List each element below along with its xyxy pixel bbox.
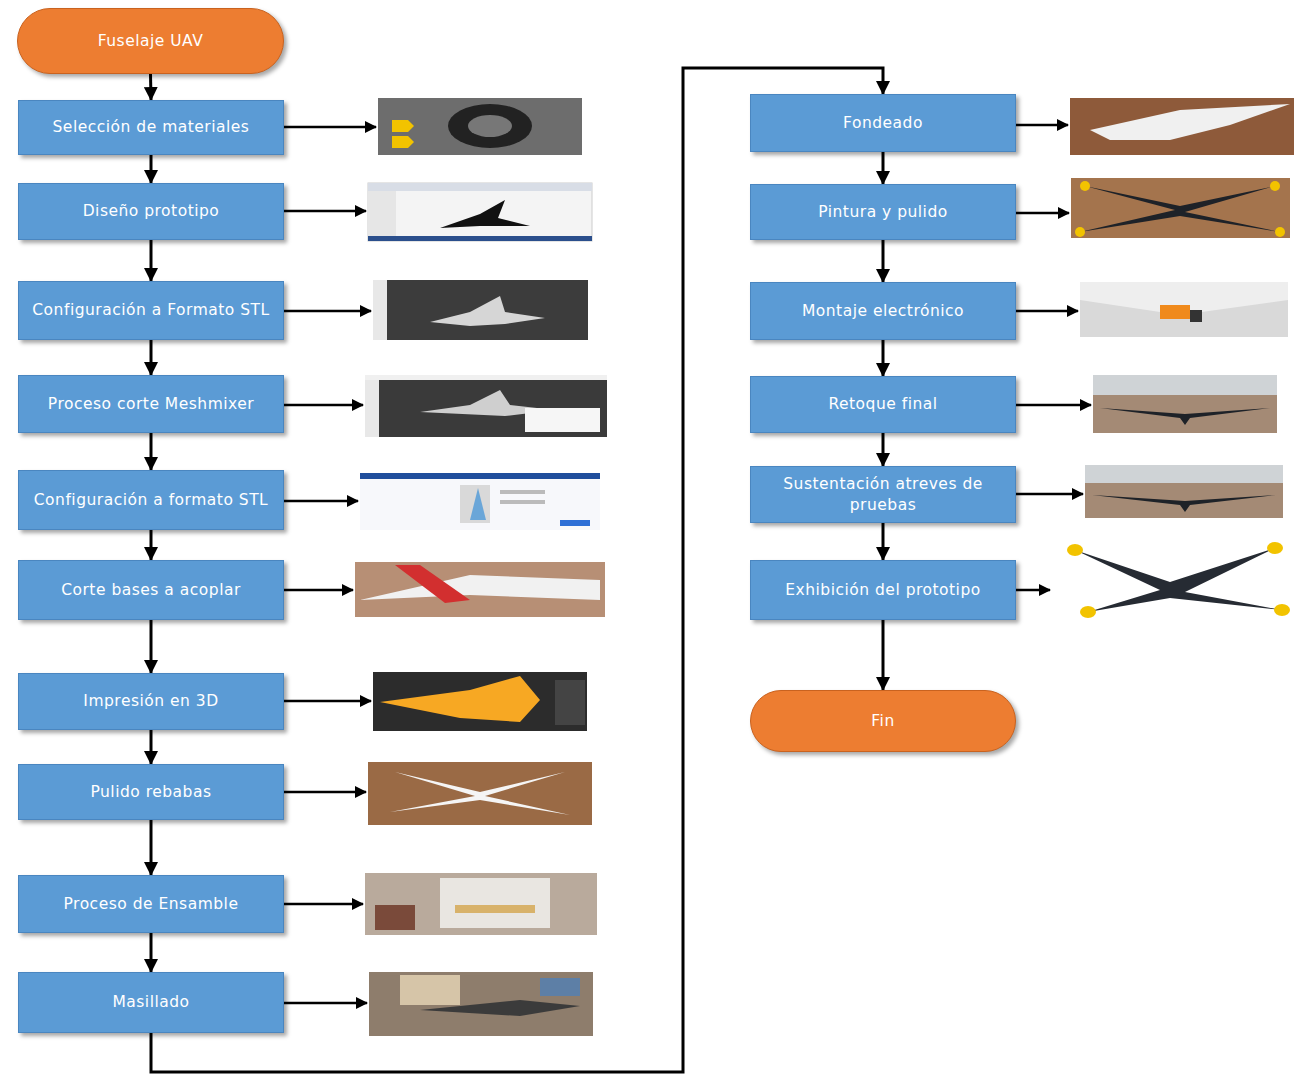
process-box: Fondeado (750, 94, 1016, 152)
process-box: Diseño prototipo (18, 183, 284, 240)
photo-final-touch (1093, 375, 1277, 433)
photo-cut-bases (355, 562, 605, 617)
step-label: Proceso corte Meshmixer (48, 394, 254, 414)
terminal-oval: Fin (750, 690, 1016, 752)
flow-arrow (882, 523, 885, 560)
process-box: Corte bases a acoplar (18, 560, 284, 620)
step-label: Configuración a formato STL (34, 490, 268, 510)
process-box: Pintura y pulido (750, 184, 1016, 240)
process-box: Retoque final (750, 376, 1016, 433)
process-box: Proceso de Ensamble (18, 875, 284, 933)
step-label: Selección de materiales (53, 117, 250, 137)
flow-arrow (882, 152, 885, 184)
flow-arrow (150, 155, 153, 183)
photo-painting (1071, 178, 1290, 238)
step-label: Diseño prototipo (83, 201, 220, 221)
step-label: Montaje electrónico (802, 301, 964, 321)
flow-arrow (882, 240, 885, 282)
step-label: Configuración a Formato STL (32, 300, 269, 320)
flow-arrow (882, 340, 885, 376)
photo-deburring (368, 762, 592, 825)
step-label: Corte bases a acoplar (61, 580, 241, 600)
process-box: Pulido rebabas (18, 764, 284, 820)
photo-materials (378, 98, 582, 155)
photo-assembly (365, 873, 597, 935)
step-label: Sustentación atreves de pruebas (761, 474, 1005, 514)
flow-arrow (150, 620, 153, 673)
step-label: Fuselaje UAV (98, 31, 204, 51)
photo-3d-print (373, 672, 587, 731)
process-box: Configuración a Formato STL (18, 281, 284, 340)
process-box: Configuración a formato STL (18, 470, 284, 530)
process-box: Proceso corte Meshmixer (18, 375, 284, 433)
flow-arrow (150, 240, 153, 281)
photo-electronics (1080, 282, 1288, 337)
process-box: Sustentación atreves de pruebas (750, 466, 1016, 523)
process-box: Exhibición del prototipo (750, 560, 1016, 620)
photo-putty (369, 972, 593, 1036)
terminal-oval: Fuselaje UAV (17, 8, 284, 74)
process-box: Selección de materiales (18, 100, 284, 155)
photo-exhibition (1067, 542, 1290, 618)
flow-arrow (150, 433, 153, 470)
flow-arrow (150, 933, 153, 972)
step-label: Fondeado (843, 113, 923, 133)
photo-meshmixer (365, 375, 607, 437)
step-label: Impresión en 3D (83, 691, 218, 711)
step-label: Proceso de Ensamble (64, 894, 239, 914)
process-box: Masillado (18, 972, 284, 1033)
flow-arrow (150, 730, 153, 764)
flow-arrow (882, 433, 885, 466)
step-label: Retoque final (828, 394, 937, 414)
photo-stl-config (373, 280, 588, 340)
photo-cad-design (368, 183, 592, 241)
step-label: Pulido rebabas (90, 782, 211, 802)
process-box: Impresión en 3D (18, 673, 284, 730)
photo-primer (1070, 98, 1294, 155)
step-label: Exhibición del prototipo (785, 580, 981, 600)
step-label: Masillado (112, 992, 189, 1012)
process-box: Montaje electrónico (750, 282, 1016, 340)
step-label: Fin (871, 711, 894, 731)
flow-arrow (149, 74, 153, 100)
photo-slicer (360, 473, 600, 530)
photo-leaders (284, 125, 1091, 1003)
step-label: Pintura y pulido (818, 202, 948, 222)
photo-tests (1085, 465, 1283, 518)
flow-arrow (150, 820, 153, 875)
flow-arrow (150, 530, 153, 560)
flow-arrow (150, 340, 153, 375)
flow-arrow (882, 620, 885, 690)
